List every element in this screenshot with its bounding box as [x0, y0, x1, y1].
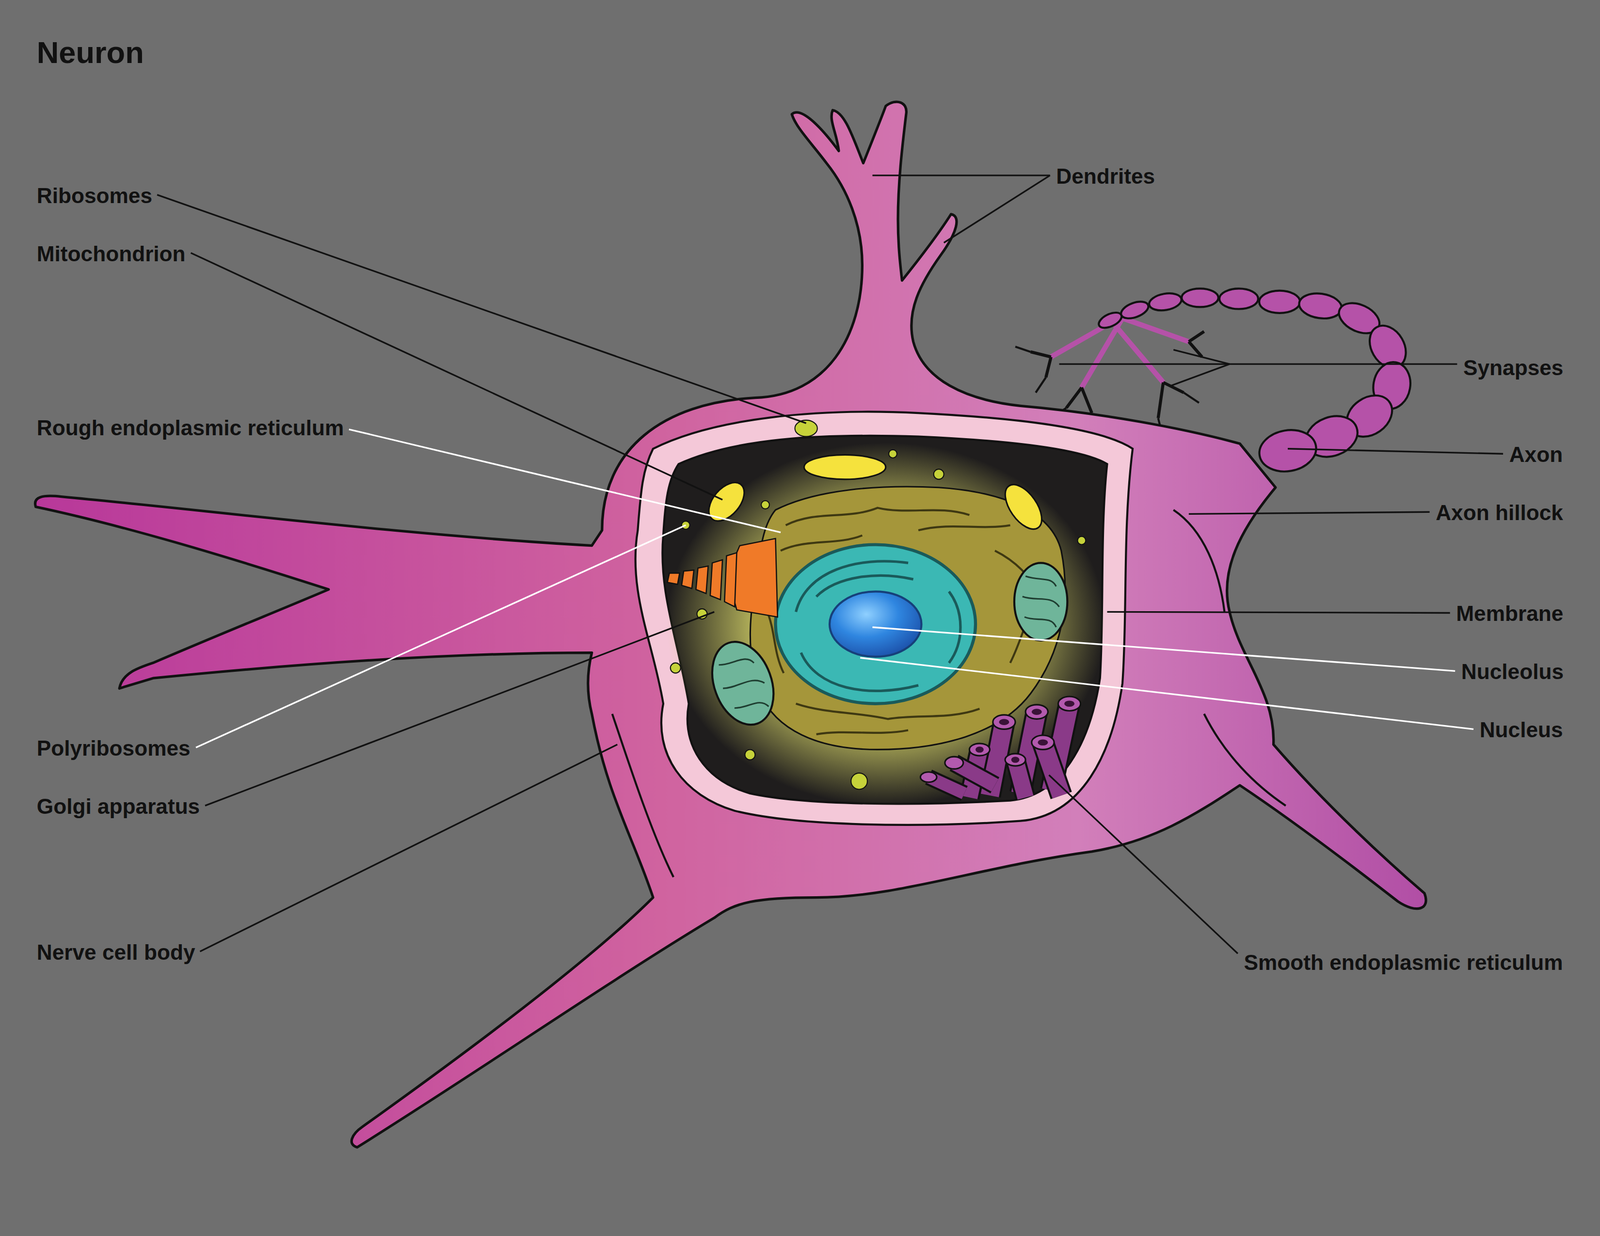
axon-segment [1181, 288, 1219, 307]
tube-hole [975, 746, 984, 753]
smooth-er-tube [1042, 742, 1062, 796]
leader-line [1229, 363, 1457, 365]
ribosome [744, 749, 755, 760]
leader-line [1106, 611, 1450, 613]
leader-line [1049, 775, 1238, 954]
ribosome [761, 500, 770, 510]
part-label: Axon hillock [1435, 499, 1564, 526]
leader-line [1188, 512, 1430, 514]
golgi-cisterna [731, 538, 778, 618]
axon-segment [1259, 290, 1300, 314]
tube-hole [1031, 708, 1042, 716]
leader-line [944, 175, 1051, 243]
golgi-cisterna [681, 570, 694, 589]
rough-er-fold [767, 508, 1041, 735]
tube-opening [1025, 704, 1048, 720]
smooth-er-openings [920, 696, 1081, 783]
part-label: Nucleus [1479, 716, 1564, 743]
leader-line [157, 194, 807, 424]
ribosome [1077, 536, 1086, 545]
nucleolus [829, 591, 922, 657]
part-label: Nucleolus [1461, 658, 1564, 685]
nucleus-detail [796, 561, 961, 691]
smooth-er-tube [1042, 742, 1062, 796]
leader-lines [157, 175, 1504, 954]
leader-line [1287, 448, 1504, 455]
mitochondrion [701, 633, 785, 734]
ribosome [888, 449, 897, 459]
leader-line [1059, 363, 1230, 365]
tube-opening [969, 743, 990, 756]
tube-hole [1011, 756, 1020, 764]
er-glow [666, 442, 1105, 806]
axon-segment [1096, 309, 1124, 332]
synapse-terminal [1030, 331, 1205, 419]
ribosome [681, 521, 690, 530]
cell-body-outline [35, 101, 1426, 1148]
tube-hole [1037, 739, 1048, 746]
golgi-cisterna [667, 573, 680, 585]
vesicle [803, 454, 886, 480]
leader-line [191, 253, 723, 500]
golgi-cisterna [710, 560, 723, 600]
leader-line [195, 525, 686, 749]
tube-hole [1064, 700, 1075, 707]
golgi-cisterna [724, 552, 737, 608]
mitochondrion-shell [701, 633, 785, 734]
axon-segment [1256, 425, 1320, 476]
golgi-cisterna [695, 566, 708, 594]
membrane-layer [635, 412, 1133, 826]
mitochondrion [1014, 562, 1068, 641]
part-label: Nerve cell body [36, 939, 196, 965]
part-label: Polyribosomes [36, 735, 191, 761]
part-label: Axon [1509, 441, 1563, 467]
leader-line [872, 174, 1050, 176]
smooth-er-holes [975, 700, 1075, 763]
part-label: Dendrites [1056, 162, 1155, 189]
mitochondrion-cristae [715, 652, 773, 720]
diagram-title: Neuron [36, 34, 144, 72]
part-label: Smooth endoplasmic reticulum [1244, 949, 1564, 976]
part-label: Mitochondrion [36, 240, 186, 266]
mitochondrion-shell [1014, 562, 1068, 641]
axon-branch [1051, 316, 1189, 388]
leader-line [860, 657, 1474, 730]
tube-opening [1057, 696, 1081, 711]
part-label: Membrane [1456, 600, 1564, 626]
axon-segment [1147, 290, 1183, 313]
tube-hole [998, 719, 1009, 726]
leader-line [1173, 350, 1230, 365]
leader-line [349, 429, 781, 533]
leader-line [205, 611, 715, 806]
leader-line [872, 627, 1456, 672]
golgi-apparatus [667, 538, 778, 618]
tube-opening [920, 772, 937, 783]
mitochondrion-cristae [1022, 576, 1060, 628]
leader-line [1171, 364, 1230, 386]
tube-opening [944, 756, 964, 769]
tube-opening [1031, 735, 1055, 750]
ribosome [850, 773, 868, 790]
leader-line [200, 744, 618, 952]
vesicle [997, 478, 1049, 536]
part-label: Synapses [1463, 354, 1564, 381]
ribosome [933, 469, 944, 480]
part-label: Rough endoplasmic reticulum [36, 414, 345, 441]
ribosome [670, 663, 681, 674]
axon-segment [1119, 298, 1151, 322]
axon-segment [1297, 290, 1344, 321]
axon-segment [1219, 288, 1259, 309]
nucleus [775, 544, 976, 704]
tube-opening [1005, 753, 1026, 767]
part-label: Golgi apparatus [36, 793, 200, 819]
part-label: Ribosomes [36, 182, 153, 208]
tube-opening [992, 715, 1016, 730]
